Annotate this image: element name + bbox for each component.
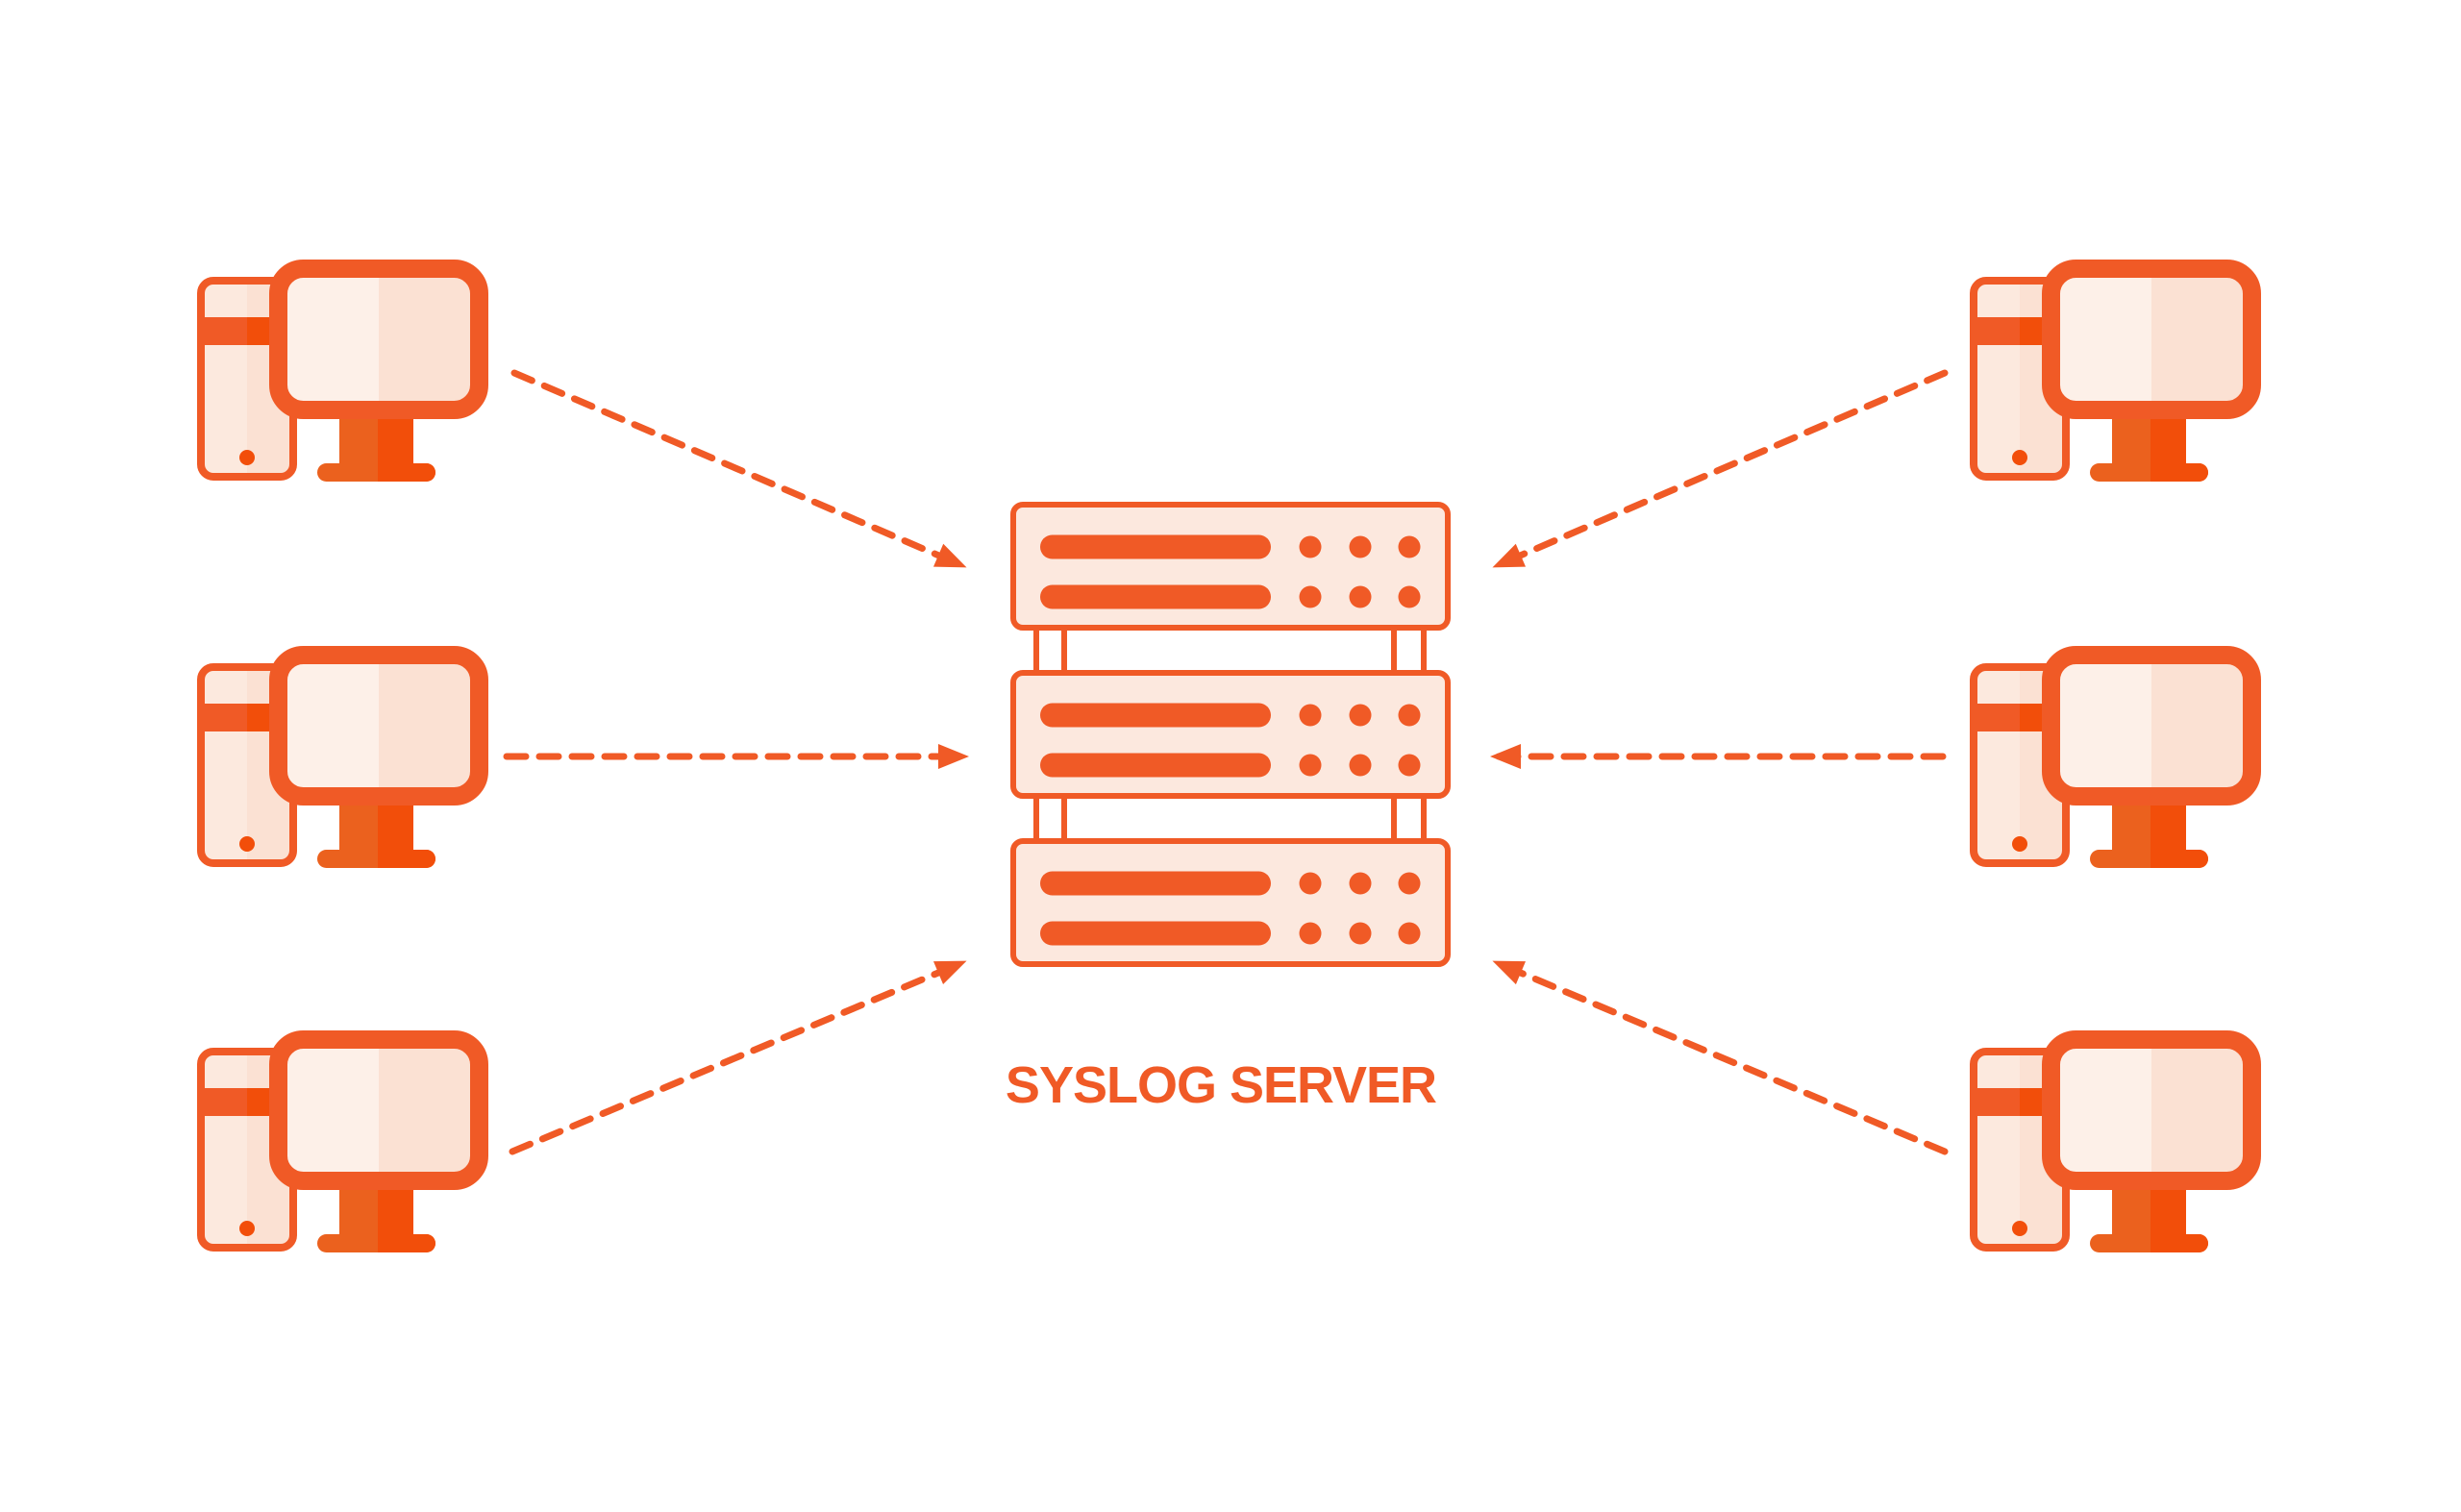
client-computer-left-middle [197, 644, 489, 869]
server-rack-unit-3 [1013, 841, 1448, 964]
server-rack-unit-1 [1013, 505, 1448, 628]
syslog-server-label: SYSLOG SERVER [1005, 1056, 1437, 1114]
arrow-client-right-bottom-to-server [1492, 959, 1949, 1155]
syslog-server-icon [1010, 502, 1451, 975]
arrow-client-right-top-to-server [1492, 369, 1949, 569]
client-computer-left-bottom [197, 1029, 489, 1253]
server-rack-unit-2 [1013, 673, 1448, 796]
client-computer-right-middle [1970, 644, 2262, 869]
desktop-computer-icon [1970, 656, 2252, 869]
client-computer-right-bottom [1970, 1029, 2262, 1253]
arrow-client-left-top-to-server [510, 369, 967, 569]
client-computer-right-top [1970, 258, 2262, 483]
desktop-computer-icon [197, 656, 480, 869]
arrow-client-left-bottom-to-server [509, 959, 967, 1155]
desktop-computer-icon [197, 269, 480, 483]
desktop-computer-icon [197, 1040, 480, 1253]
desktop-computer-icon [1970, 1040, 2252, 1253]
client-computer-left-top [197, 258, 489, 483]
desktop-computer-icon [1970, 269, 2252, 483]
